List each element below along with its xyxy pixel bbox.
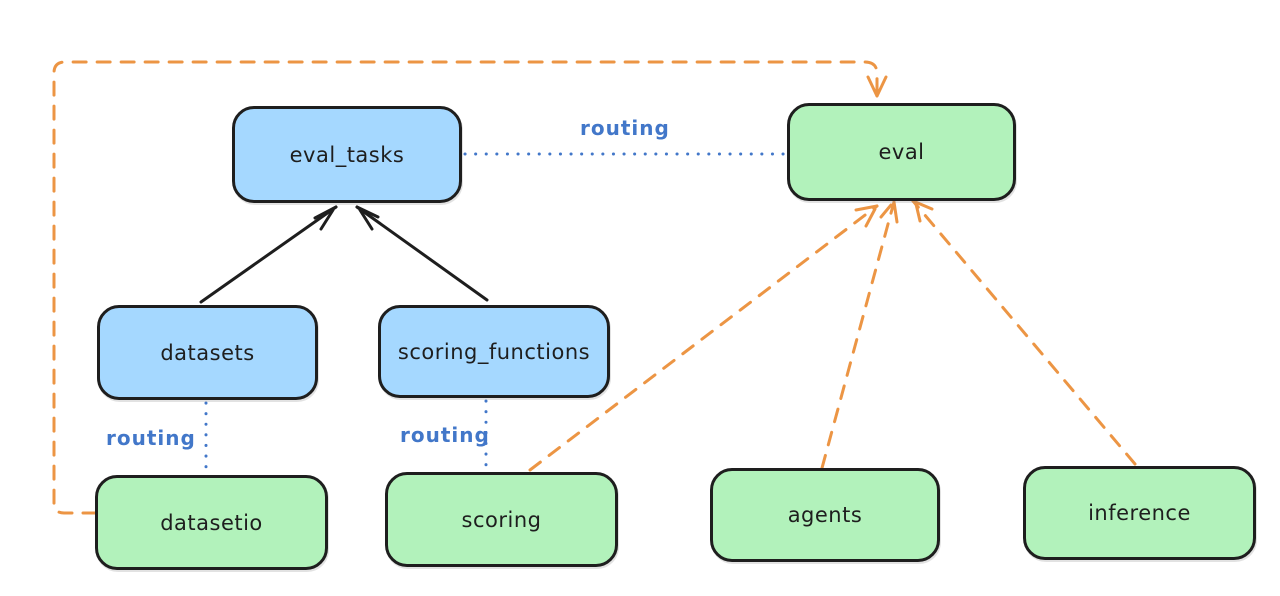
- edge-scoring-eval-dashed: [528, 204, 879, 472]
- node-agents-label: agents: [787, 503, 863, 527]
- node-scoring-functions: scoring_functions: [378, 305, 610, 398]
- node-eval-tasks-label: eval_tasks: [289, 142, 405, 167]
- node-eval-label: eval: [878, 140, 925, 164]
- node-eval-tasks: eval_tasks: [232, 106, 462, 203]
- edge-scoring-functions-eval-tasks-arrow: [355, 205, 489, 302]
- node-inference: inference: [1023, 466, 1256, 560]
- node-scoring: scoring: [385, 472, 618, 567]
- edge-datasets-eval-tasks-arrowhead: [313, 205, 338, 231]
- node-datasetio: datasetio: [95, 475, 328, 570]
- node-scoring-functions-label: scoring_functions: [397, 339, 591, 364]
- edge-scoring-eval-arrowhead: [854, 204, 879, 228]
- edge-datasets-eval-tasks-arrow: [199, 205, 338, 304]
- edge-inference-eval-arrowhead: [911, 199, 934, 223]
- edge-datasetio-eval-arrowhead: [866, 75, 888, 98]
- edge-inference-eval-dashed: [911, 199, 1137, 466]
- node-datasetio-label: datasetio: [160, 510, 263, 535]
- edge-label-routing-eval-tasks-eval: routing: [580, 116, 670, 140]
- edge-label-routing-datasets-datasetio: routing: [106, 426, 196, 450]
- node-eval: eval: [787, 103, 1016, 201]
- node-inference-label: inference: [1088, 501, 1191, 525]
- node-datasets-label: datasets: [160, 340, 255, 365]
- edge-scoring-functions-eval-tasks-arrowhead: [355, 205, 380, 231]
- node-agents: agents: [710, 468, 940, 562]
- node-scoring-label: scoring: [461, 507, 542, 532]
- node-datasets: datasets: [97, 305, 318, 400]
- edge-label-routing-scoring-functions-scoring: routing: [400, 423, 490, 447]
- edge-datasetio-eval-dashed: [52, 60, 879, 515]
- edge-agents-eval-dashed: [820, 200, 896, 470]
- edge-agents-eval-arrowhead: [879, 200, 899, 224]
